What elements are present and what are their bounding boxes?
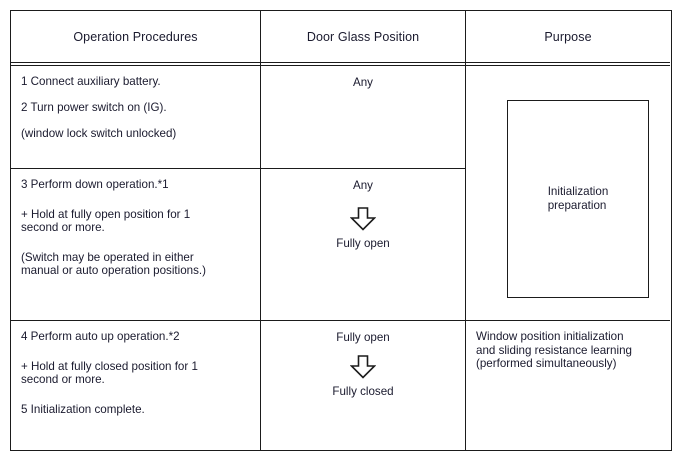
- glass-position-end-3: Fully closed: [332, 384, 394, 398]
- spacer: [21, 88, 260, 101]
- down-arrow-icon: [261, 207, 465, 231]
- table-row-3-glass-position-cell: Fully open Fully closed: [261, 321, 465, 450]
- procedure-step-1-1: 1 Connect auxiliary battery.: [21, 75, 161, 88]
- glass-position-block-2: Any Fully open: [261, 169, 465, 251]
- table-row-2-procedures-cell: 3 Perform down operation.*1 + Hold at fu…: [11, 169, 260, 320]
- spacer: [21, 343, 260, 360]
- procedure-text-block-1: 1 Connect auxiliary battery. 2 Turn powe…: [11, 66, 260, 140]
- spacer: [21, 191, 260, 208]
- header-rule-top: [11, 62, 670, 63]
- procedure-bullet-3-3: second or more.: [21, 372, 105, 386]
- header-label-operation-procedures: Operation Procedures: [73, 29, 198, 44]
- spacer: [21, 234, 260, 251]
- header-cell-door-glass-position: Door Glass Position: [261, 11, 465, 62]
- procedure-step-3-1: 4 Perform auto up operation.*2: [21, 330, 180, 343]
- glass-position-start-2: Any: [353, 179, 373, 192]
- procedure-text-block-2: 3 Perform down operation.*1 + Hold at fu…: [11, 169, 260, 277]
- row-divider-1: [11, 168, 465, 169]
- purpose-merged-cell: Initialization preparation: [466, 66, 670, 320]
- column-divider-2: [465, 11, 466, 450]
- procedure-step-2-1: 3 Perform down operation.*1: [21, 178, 169, 191]
- glass-position-block-3: Fully open Fully closed: [261, 321, 465, 399]
- column-divider-1: [260, 11, 261, 450]
- procedure-step-3-4: 5 Initialization complete.: [21, 402, 145, 416]
- procedure-bullet-2-2: + Hold at fully open position for 1: [21, 207, 191, 221]
- table-row-3-procedures-cell: 4 Perform auto up operation.*2 + Hold at…: [11, 321, 260, 450]
- header-label-purpose: Purpose: [544, 29, 592, 44]
- procedure-note-2-4: (Switch may be operated in either: [21, 250, 194, 264]
- purpose-label-row-3: Window position initialization and slidi…: [476, 330, 632, 371]
- glass-position-start-1: Any: [353, 76, 373, 89]
- procedure-note-2-5: manual or auto operation positions.): [21, 263, 206, 277]
- glass-position-block-1: Any: [261, 66, 465, 90]
- initialization-procedure-table: Operation Procedures Door Glass Position…: [10, 10, 672, 451]
- spacer: [21, 114, 260, 127]
- procedure-note-1-3: (window lock switch unlocked): [21, 126, 177, 140]
- row-divider-2: [11, 320, 670, 321]
- initialization-preparation-box: Initialization preparation: [507, 100, 649, 298]
- initialization-preparation-label: Initialization preparation: [547, 185, 609, 212]
- table-row-2-glass-position-cell: Any Fully open: [261, 169, 465, 320]
- spacer: [261, 345, 465, 355]
- procedure-bullet-3-2: + Hold at fully closed position for 1: [21, 359, 198, 373]
- glass-position-end-2: Fully open: [336, 236, 390, 250]
- table-row-1-procedures-cell: 1 Connect auxiliary battery. 2 Turn powe…: [11, 66, 260, 168]
- purpose-cell-row-3: Window position initialization and slidi…: [466, 321, 670, 450]
- procedure-step-1-2: 2 Turn power switch on (IG).: [21, 100, 167, 114]
- glass-position-start-3: Fully open: [336, 331, 390, 344]
- header-rule-bottom: [11, 65, 670, 66]
- spacer: [261, 193, 465, 207]
- header-cell-operation-procedures: Operation Procedures: [11, 11, 260, 62]
- spacer: [21, 386, 260, 403]
- table-row-1-glass-position-cell: Any: [261, 66, 465, 168]
- procedure-text-block-3: 4 Perform auto up operation.*2 + Hold at…: [11, 321, 260, 416]
- procedure-bullet-2-3: second or more.: [21, 220, 105, 234]
- down-arrow-icon: [261, 355, 465, 379]
- header-cell-purpose: Purpose: [466, 11, 670, 62]
- header-label-door-glass-position: Door Glass Position: [306, 29, 420, 44]
